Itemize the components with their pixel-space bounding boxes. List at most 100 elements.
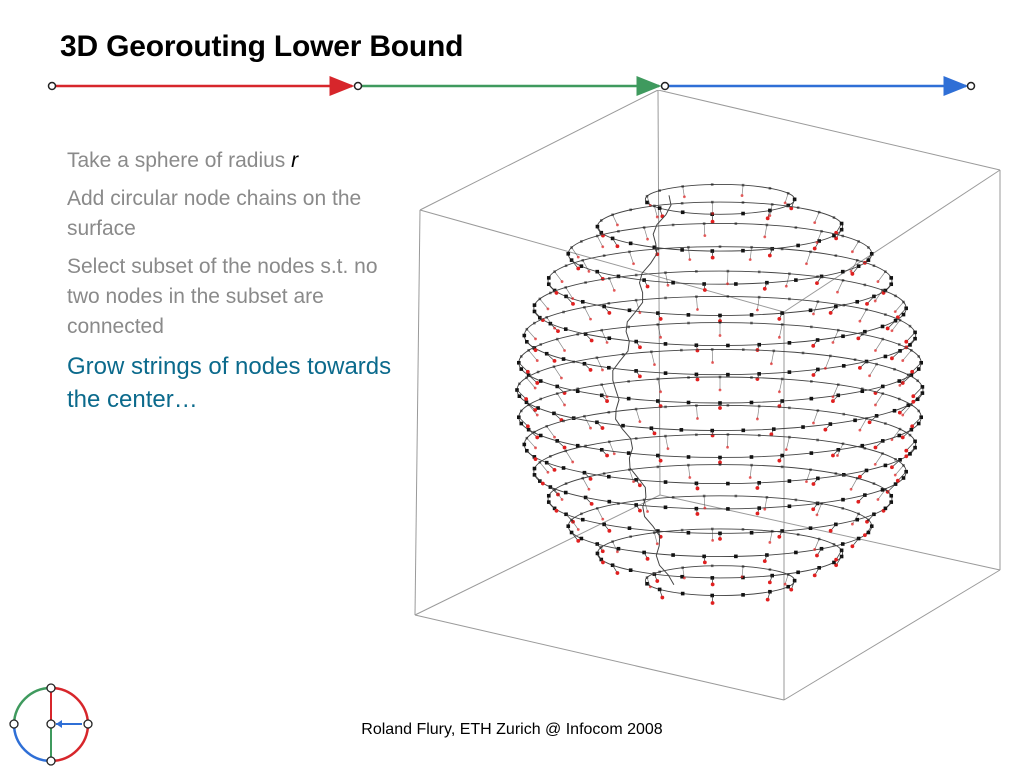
grown-node [587,270,591,273]
grown-node [857,365,862,370]
grown-node [612,288,616,292]
chain-node [533,430,536,434]
grown-string [902,404,912,416]
grown-string [546,426,555,438]
grown-node [783,582,787,586]
grown-node [763,507,767,511]
grown-node [856,336,861,341]
chain-node [880,384,885,389]
grown-string [601,384,608,398]
grown-string [556,393,565,406]
grown-string [582,260,590,272]
sphere-graph [515,183,925,605]
chain-node [832,233,836,238]
grown-string [682,186,685,197]
grown-node [748,258,752,262]
grown-node [562,445,567,450]
grown-node [638,508,642,513]
grown-node [874,403,877,407]
grown-node [812,573,817,578]
bullet-1-variable: r [291,149,299,172]
grown-node [653,363,656,367]
cube-edge [419,90,659,211]
grown-string [902,429,912,438]
grown-node [682,195,686,199]
grown-string [629,251,634,264]
bounding-cube [414,90,1001,701]
grown-node [535,359,539,362]
grown-node [605,453,609,458]
grown-node [893,310,897,314]
grown-node [600,426,605,430]
chain-node [787,341,792,345]
grown-string [526,450,536,460]
grown-node [571,301,575,306]
sphere-node-chains-figure [414,90,1001,701]
grown-node [710,219,715,224]
chain-node [607,474,611,479]
grown-node [718,334,722,337]
bullet-1-text: Take a sphere of radius [67,149,292,172]
chain-node [780,311,784,315]
chain-node [726,372,730,377]
grown-string [902,350,912,361]
grown-string [906,338,916,348]
chain-node [562,310,565,314]
grown-string [741,566,744,577]
chain-node [579,536,584,541]
chain-node [910,403,913,407]
chain-node [841,507,845,510]
chain-node [893,367,896,371]
chain-node [545,316,549,319]
chain-node [671,553,675,557]
chain-node [607,410,611,414]
chain-node [765,553,769,557]
grown-node [616,550,619,554]
grown-node [849,270,853,273]
grown-string [911,416,922,427]
cube-edge [657,90,661,496]
chain-node [599,219,603,222]
chain-node [741,201,745,204]
chain-node [545,424,549,428]
chain-node [809,468,812,472]
chain-node [656,465,660,469]
grown-string [548,501,557,512]
chain-node [768,186,772,190]
chain-node [576,333,580,336]
chain-node [572,360,576,364]
grown-node [658,317,663,321]
chain-node [904,306,908,311]
chain-node [621,423,625,428]
grown-node [777,335,781,339]
chain-node [539,343,543,346]
grown-node [898,383,902,387]
grown-node [815,553,819,558]
chain-node [663,342,668,346]
grown-node [740,194,744,197]
grown-node [710,601,715,605]
grown-node [895,478,900,483]
chain-node [836,328,840,332]
grown-string [832,330,839,343]
grown-string [703,223,706,236]
chain-node [555,337,559,341]
grown-node [893,473,897,477]
chain-node [741,528,745,531]
chain-node [908,343,912,347]
chain-node [788,297,791,301]
chain-node [544,460,549,465]
grown-string [682,567,685,579]
grown-string [785,437,790,450]
chain-node [881,392,885,395]
chain-node [552,411,556,416]
chain-node [664,405,667,409]
chain-node [794,550,798,555]
grown-node [605,399,609,403]
grown-string [825,355,831,369]
chain-node [519,421,524,426]
chain-node [801,351,805,355]
chain-node [787,370,792,374]
chain-node [884,313,887,316]
grown-string [584,307,591,320]
